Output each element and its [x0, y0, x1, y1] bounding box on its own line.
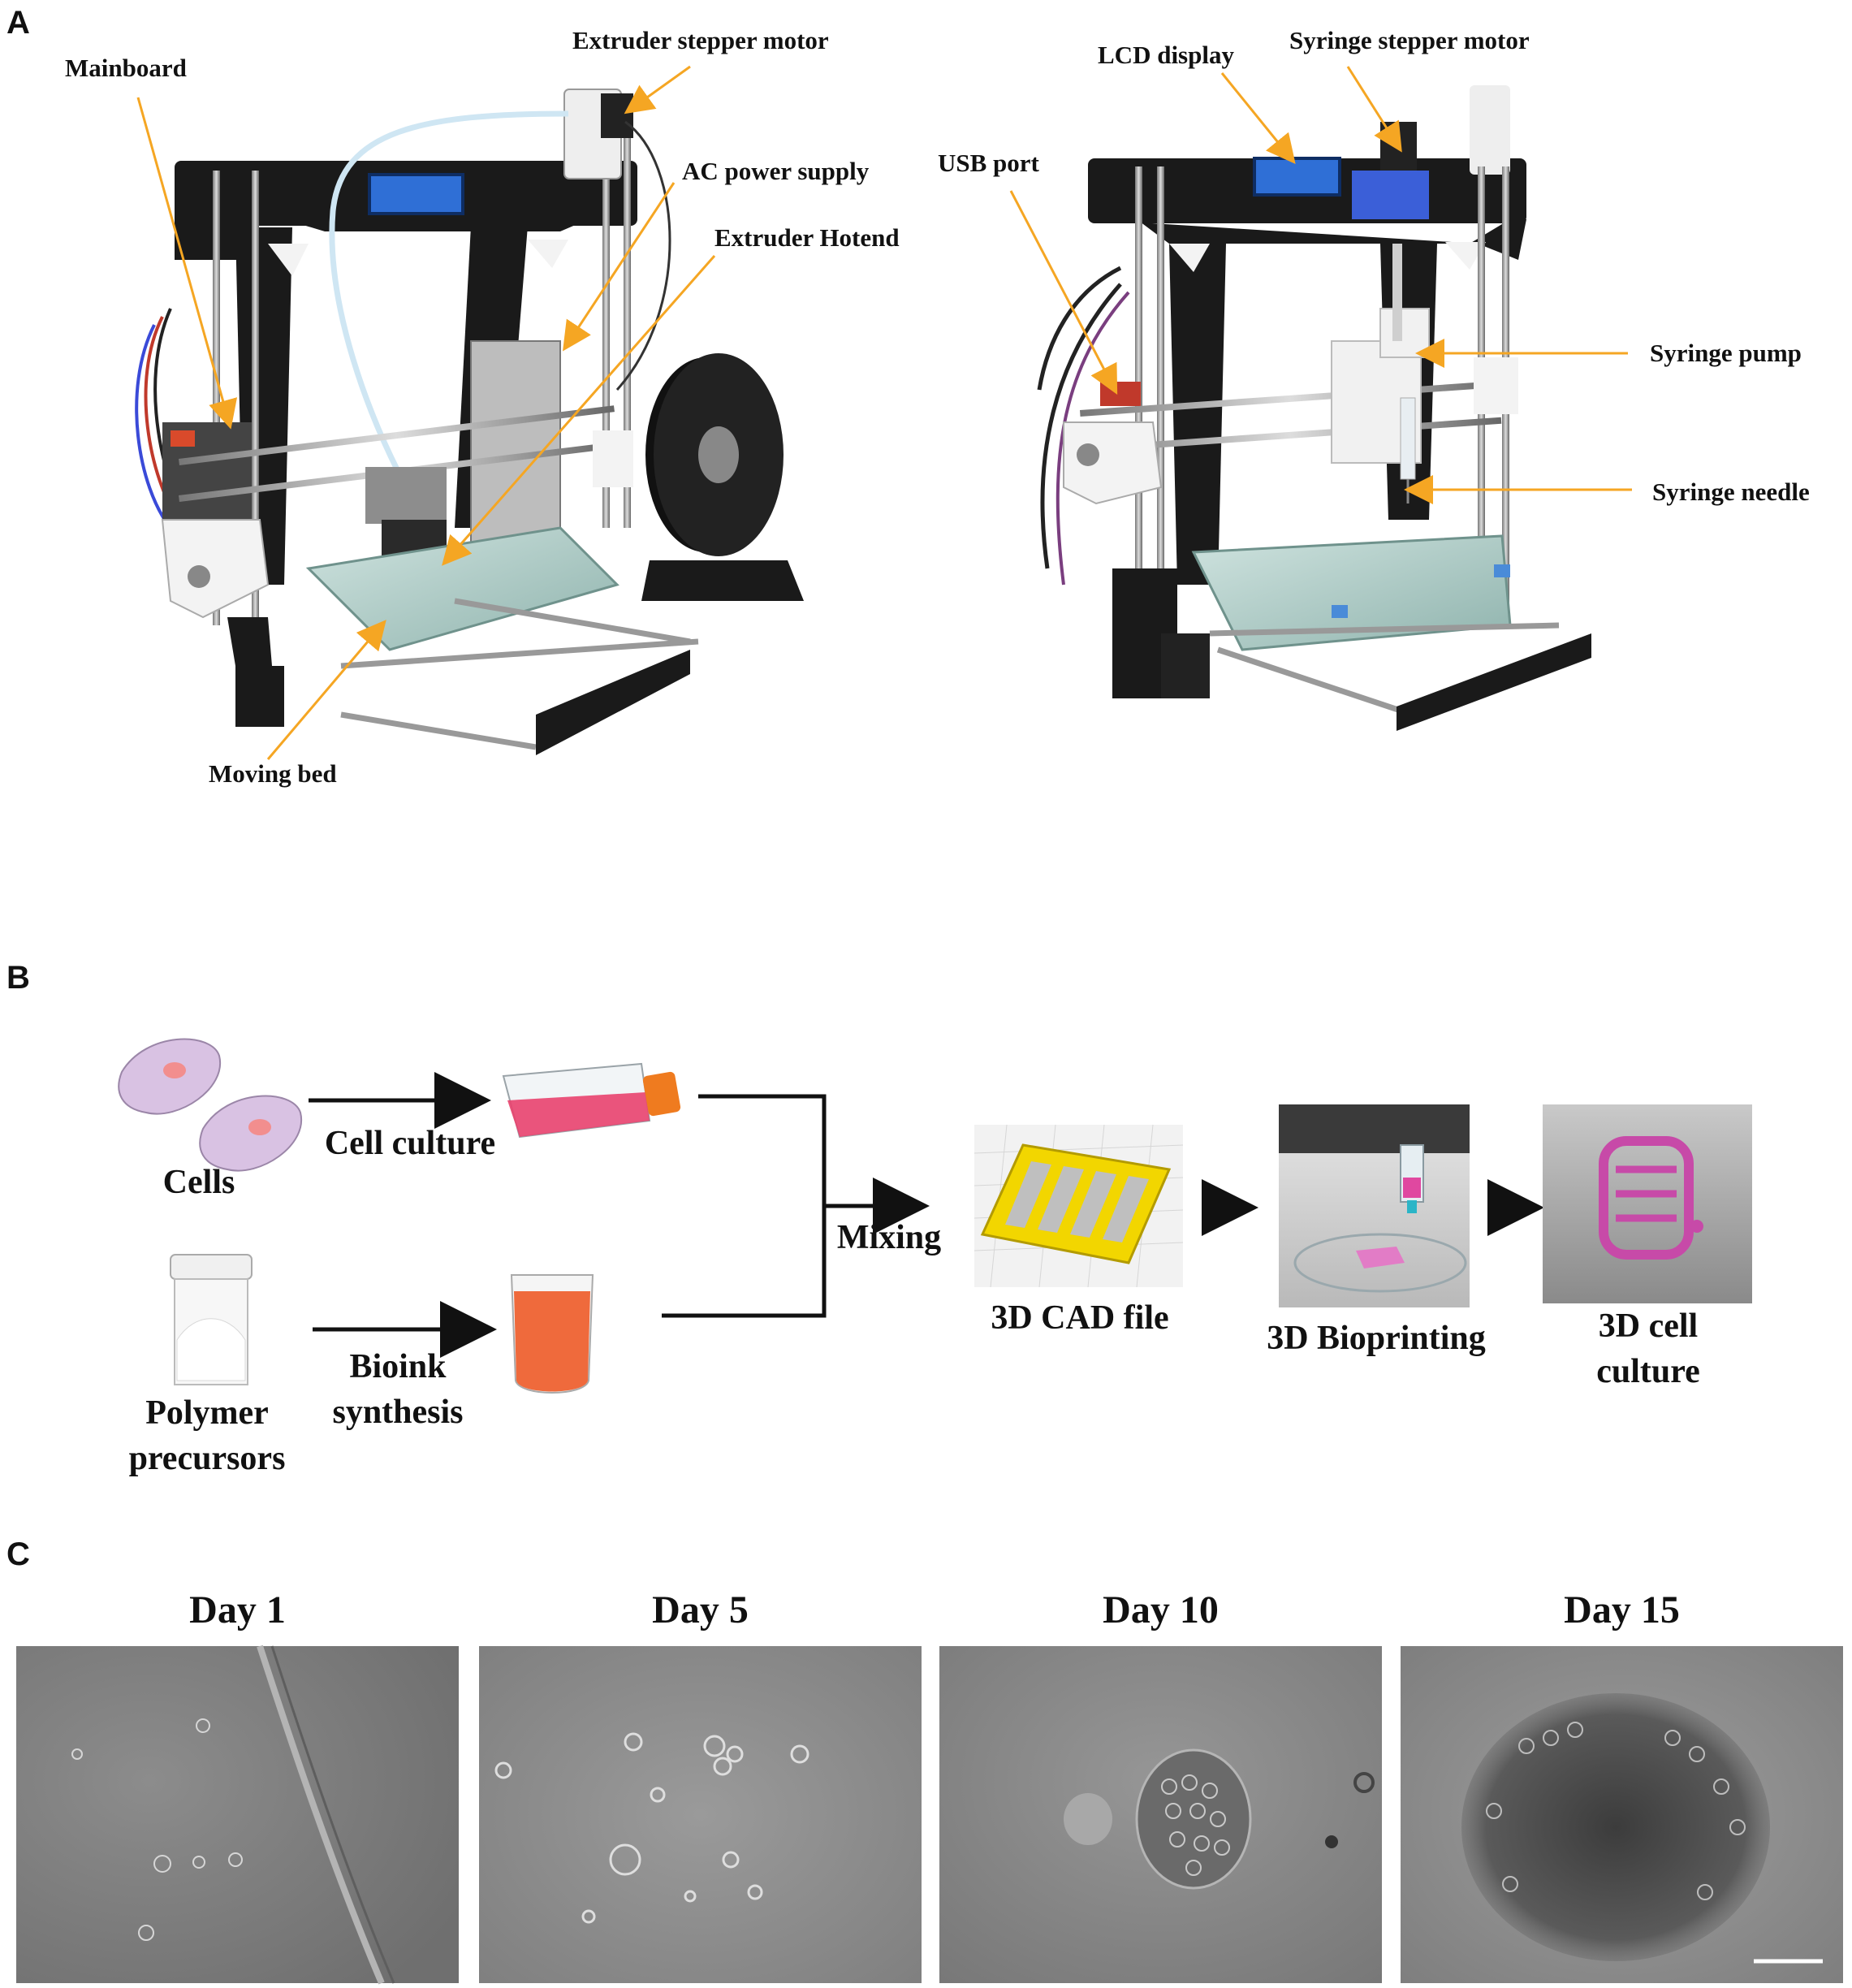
- label-polymer-precursors: Polymer precursors: [128, 1394, 286, 1477]
- culture-flask: [502, 1062, 681, 1139]
- label-ac-power-supply: AC power supply: [682, 157, 870, 185]
- label-syringe-pump: Syringe pump: [1650, 339, 1802, 367]
- label-extruder-hotend: Extruder Hotend: [714, 223, 900, 252]
- panel-a-illustration: [135, 65, 1632, 760]
- left-printer: [135, 89, 804, 755]
- bioink-beaker: [510, 1274, 594, 1394]
- micrograph-day-10: [939, 1646, 1382, 1983]
- label-day-5: Day 5: [652, 1588, 749, 1631]
- cell-culture-3d-image: [1543, 1104, 1752, 1303]
- label-usb-port: USB port: [938, 149, 1039, 177]
- label-bioink-synthesis: Bioink synthesis: [332, 1348, 464, 1431]
- label-bioprinting: 3D Bioprinting: [1267, 1320, 1486, 1357]
- panel-b-letter: B: [6, 960, 30, 996]
- bioprinting-image: [1279, 1104, 1470, 1307]
- label-day-10: Day 10: [1103, 1588, 1219, 1631]
- label-day-15: Day 15: [1564, 1588, 1680, 1631]
- cells-illustration: [118, 1038, 303, 1172]
- right-printer: [1037, 85, 1591, 731]
- polymer-jar: [170, 1254, 253, 1385]
- label-day-1: Day 1: [189, 1588, 286, 1631]
- label-moving-bed: Moving bed: [209, 759, 337, 788]
- label-syringe-stepper-motor: Syringe stepper motor: [1289, 26, 1530, 54]
- callout-arrows: [136, 65, 1632, 760]
- label-syringe-needle: Syringe needle: [1652, 478, 1810, 506]
- micrograph-day-15: [1401, 1646, 1843, 1983]
- label-cell-culture: Cell culture: [324, 1125, 496, 1162]
- panel-c-letter: C: [6, 1536, 30, 1572]
- label-mixing: Mixing: [836, 1219, 942, 1256]
- label-extruder-stepper-motor: Extruder stepper motor: [572, 26, 829, 54]
- label-lcd-display: LCD display: [1098, 41, 1234, 69]
- micrograph-day-5: [479, 1646, 922, 1983]
- panel-a-letter: A: [6, 5, 30, 41]
- label-mainboard: Mainboard: [65, 54, 187, 82]
- cad-file-image: [973, 1124, 1184, 1288]
- label-cells: Cells: [162, 1164, 235, 1201]
- label-cad-file: 3D CAD file: [991, 1299, 1169, 1337]
- label-3d-cell-culture: 3D cell culture: [1596, 1307, 1700, 1390]
- micrograph-day-1: [16, 1644, 459, 1985]
